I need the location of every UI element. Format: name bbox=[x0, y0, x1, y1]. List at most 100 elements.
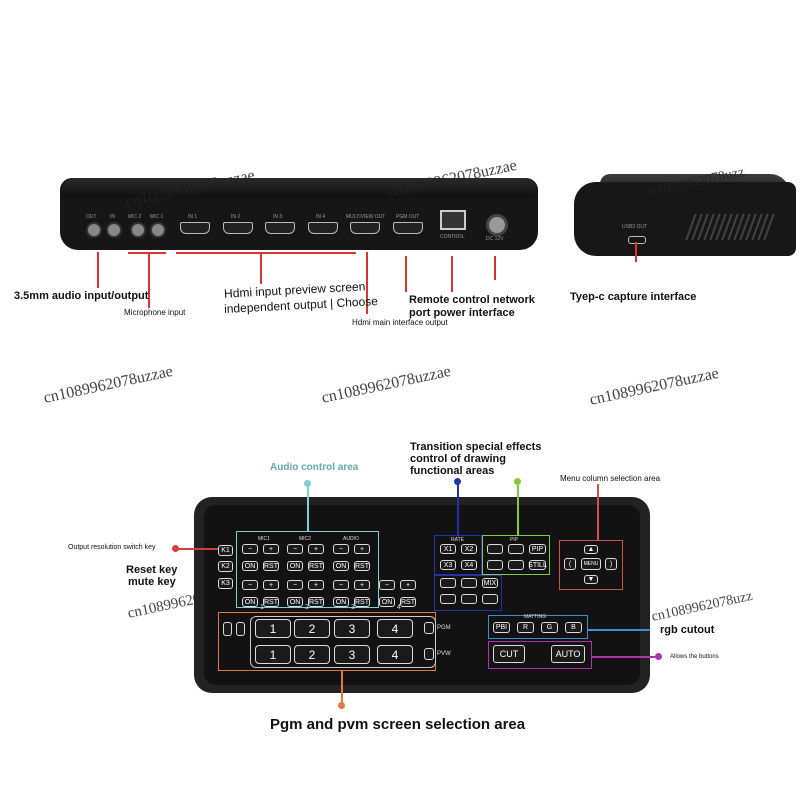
rst-button[interactable]: RST bbox=[354, 597, 370, 607]
transition-effects-box bbox=[434, 575, 502, 611]
left-small-button-2[interactable] bbox=[236, 622, 245, 636]
label-transition-2: control of drawing bbox=[410, 453, 506, 465]
wipe-4-button[interactable] bbox=[461, 594, 477, 604]
pgm-1-button[interactable]: 1 bbox=[255, 619, 291, 638]
rst-button[interactable]: RST bbox=[308, 597, 324, 607]
channel-label-4: 4 bbox=[397, 604, 401, 611]
hdmi-in2-port bbox=[223, 222, 253, 234]
pointer-transition bbox=[457, 484, 459, 536]
x2-button[interactable]: X2 bbox=[461, 544, 477, 554]
volume-up-button[interactable]: + bbox=[354, 544, 370, 554]
x4-button[interactable]: X4 bbox=[461, 560, 477, 570]
bus-frame bbox=[250, 616, 436, 668]
pip-layout-1-button[interactable] bbox=[487, 544, 503, 554]
volume-down-button[interactable]: − bbox=[379, 580, 395, 590]
audio-in-jack bbox=[106, 222, 122, 238]
b-button[interactable]: B bbox=[565, 622, 582, 633]
watermark-6: cn1089962078uzzae bbox=[588, 364, 721, 409]
wipe-3-button[interactable] bbox=[440, 594, 456, 604]
volume-up-button[interactable]: + bbox=[263, 544, 279, 554]
rst-button[interactable]: RST bbox=[263, 561, 279, 571]
on-button[interactable]: ON bbox=[287, 561, 303, 571]
menu-left-button[interactable]: ( bbox=[564, 558, 576, 570]
wipe-5-button[interactable] bbox=[482, 594, 498, 604]
pbi-button[interactable]: PBI bbox=[493, 622, 510, 633]
hdmi-multiview-port bbox=[350, 222, 380, 234]
rst-button[interactable]: RST bbox=[400, 597, 416, 607]
pip-layout-2-button[interactable] bbox=[508, 544, 524, 554]
on-button[interactable]: ON bbox=[242, 561, 258, 571]
menu-down-button[interactable]: ▼ bbox=[584, 575, 598, 584]
auto-button[interactable]: AUTO bbox=[551, 645, 585, 663]
pip-button[interactable]: PIP bbox=[529, 544, 546, 554]
volume-down-button[interactable]: − bbox=[242, 580, 258, 590]
hdmi-in4-port bbox=[308, 222, 338, 234]
k1-button[interactable]: K1 bbox=[218, 545, 233, 556]
rst-button[interactable]: RST bbox=[308, 561, 324, 571]
volume-down-button[interactable]: − bbox=[287, 580, 303, 590]
on-button[interactable]: ON bbox=[379, 597, 395, 607]
volume-up-button[interactable]: + bbox=[263, 580, 279, 590]
volume-down-button[interactable]: − bbox=[333, 544, 349, 554]
port-label-in1: IN 1 bbox=[188, 214, 198, 220]
left-small-button-1[interactable] bbox=[223, 622, 232, 636]
pointer-menu bbox=[597, 484, 599, 540]
pgm-label: PGM bbox=[437, 625, 451, 631]
port-label-mic1: MIC 1 bbox=[150, 214, 164, 220]
pointer-hdmi-bar bbox=[176, 252, 356, 254]
label-transition-1: Transition special effects bbox=[410, 441, 542, 453]
on-button[interactable]: ON bbox=[333, 597, 349, 607]
menu-up-button[interactable]: ▲ bbox=[584, 545, 598, 554]
mix-button[interactable]: MIX bbox=[482, 578, 498, 588]
pvw-4-button[interactable]: 4 bbox=[377, 645, 413, 664]
volume-up-button[interactable]: + bbox=[308, 580, 324, 590]
rst-button[interactable]: RST bbox=[354, 561, 370, 571]
pvw-aux-button[interactable] bbox=[424, 648, 434, 660]
on-button[interactable]: ON bbox=[333, 561, 349, 571]
wipe-1-button[interactable] bbox=[440, 578, 456, 588]
pvw-2-button[interactable]: 2 bbox=[294, 645, 330, 664]
pgm-4-button[interactable]: 4 bbox=[377, 619, 413, 638]
k3-button[interactable]: K3 bbox=[218, 578, 233, 589]
still-button[interactable]: STILL bbox=[528, 560, 547, 570]
pip-layout-3-button[interactable] bbox=[487, 560, 503, 570]
x3-button[interactable]: X3 bbox=[440, 560, 456, 570]
volume-up-button[interactable]: + bbox=[400, 580, 416, 590]
volume-down-button[interactable]: − bbox=[333, 580, 349, 590]
pip-layout-4-button[interactable] bbox=[508, 560, 524, 570]
x1-button[interactable]: X1 bbox=[440, 544, 456, 554]
pvw-label: PVW bbox=[437, 651, 451, 657]
pointer-power bbox=[494, 256, 496, 280]
port-label-multiview: MULTIVIEW OUT bbox=[346, 214, 386, 220]
cut-button[interactable]: CUT bbox=[493, 645, 525, 663]
menu-button[interactable]: MENU bbox=[581, 558, 601, 570]
label-pgm-pvm: Pgm and pvm screen selection area bbox=[270, 716, 526, 733]
pip-title: PIP bbox=[510, 537, 519, 543]
usbc-port bbox=[628, 236, 646, 244]
port-label-in2: IN 2 bbox=[231, 214, 241, 220]
port-label-usb: USB3 OUT bbox=[622, 224, 648, 230]
on-button[interactable]: ON bbox=[287, 597, 303, 607]
volume-down-button[interactable]: − bbox=[287, 544, 303, 554]
hdmi-pgm-port bbox=[393, 222, 423, 234]
r-button[interactable]: R bbox=[517, 622, 534, 633]
volume-down-button[interactable]: − bbox=[242, 544, 258, 554]
rst-button[interactable]: RST bbox=[263, 597, 279, 607]
pointer-mic-bar bbox=[128, 252, 166, 254]
pgm-3-button[interactable]: 3 bbox=[334, 619, 370, 638]
cut-auto-box bbox=[488, 641, 592, 669]
k2-button[interactable]: K2 bbox=[218, 561, 233, 572]
on-button[interactable]: ON bbox=[242, 597, 258, 607]
wipe-2-button[interactable] bbox=[461, 578, 477, 588]
volume-up-button[interactable]: + bbox=[308, 544, 324, 554]
pointer-hdmi bbox=[260, 254, 262, 284]
port-label-mic2: MIC 2 bbox=[128, 214, 142, 220]
pgm-aux-button[interactable] bbox=[424, 622, 434, 634]
menu-box bbox=[559, 540, 623, 590]
menu-right-button[interactable]: ) bbox=[605, 558, 617, 570]
g-button[interactable]: G bbox=[541, 622, 558, 633]
volume-up-button[interactable]: + bbox=[354, 580, 370, 590]
pvw-1-button[interactable]: 1 bbox=[255, 645, 291, 664]
pvw-3-button[interactable]: 3 bbox=[334, 645, 370, 664]
pgm-2-button[interactable]: 2 bbox=[294, 619, 330, 638]
